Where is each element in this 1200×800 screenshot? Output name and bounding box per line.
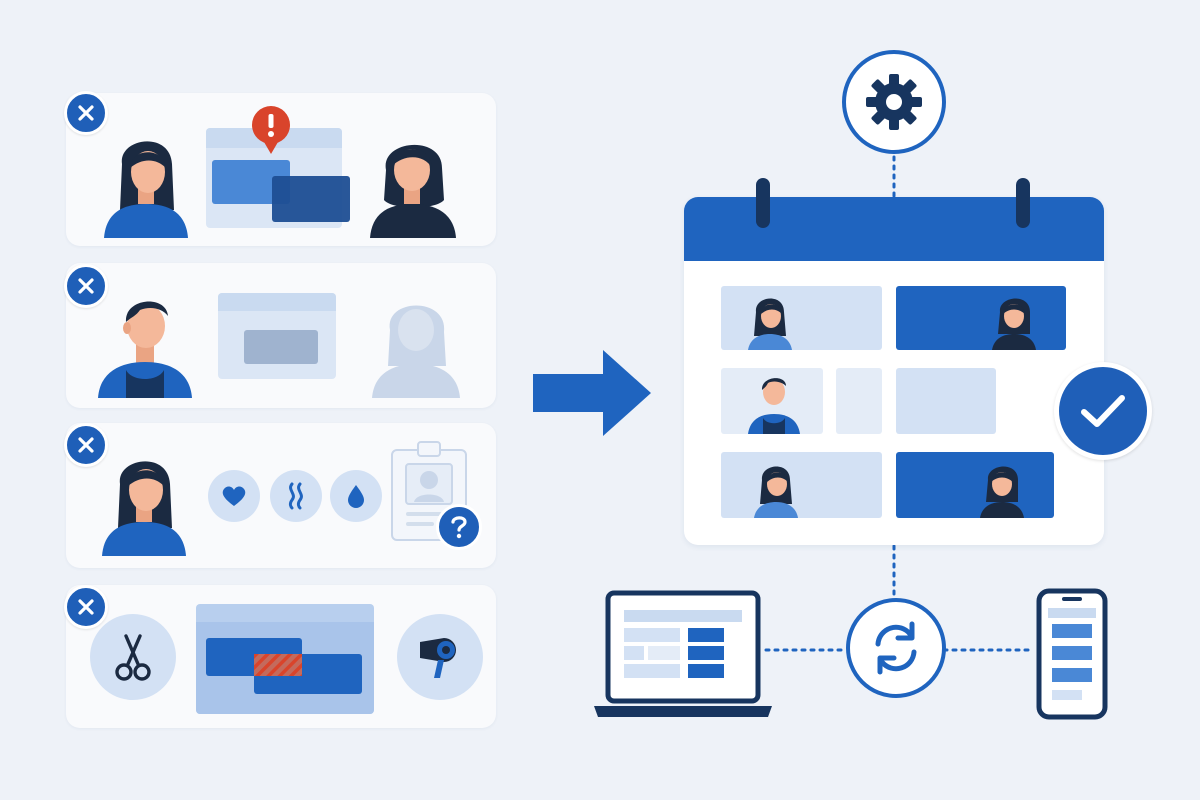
arrow-right-icon <box>533 350 651 436</box>
close-icon <box>64 585 108 629</box>
client-woman-avatar <box>748 298 792 350</box>
client-woman-avatar <box>980 466 1024 518</box>
alert-icon <box>252 106 290 154</box>
stylist-man-avatar <box>98 301 192 398</box>
drop-icon <box>330 470 382 522</box>
booking-block-b <box>272 176 350 222</box>
calendar-header <box>684 197 1104 261</box>
client-woman-avatar-dark <box>370 144 456 238</box>
absent-person-silhouette <box>372 305 460 398</box>
check-icon <box>1054 362 1152 460</box>
phone-icon <box>1036 588 1108 720</box>
scissors-icon <box>90 614 176 700</box>
empty-slot <box>244 330 318 364</box>
appointment-slot-booked <box>896 286 1066 350</box>
calendar-ring-left <box>756 178 770 228</box>
laptop-icon <box>594 590 772 717</box>
client-woman-avatar <box>104 141 188 238</box>
question-icon <box>436 504 482 550</box>
gear-icon <box>842 50 946 154</box>
wave-icon <box>270 470 322 522</box>
client-woman-avatar <box>992 298 1036 350</box>
close-icon <box>64 91 108 135</box>
client-woman-avatar <box>754 466 798 518</box>
stylist-man-avatar <box>748 378 800 434</box>
close-icon <box>64 423 108 467</box>
overlap-conflict-hatch <box>254 654 302 676</box>
appointment-slot <box>721 452 882 518</box>
sync-icon <box>846 598 946 698</box>
client-woman-avatar <box>102 461 186 556</box>
calendar-ring-right <box>1016 178 1030 228</box>
heart-icon <box>208 470 260 522</box>
hair-dryer-icon <box>397 614 483 700</box>
appointment-slot-booked <box>896 452 1054 518</box>
appointment-slot <box>721 286 882 350</box>
close-icon <box>64 264 108 308</box>
empty-calendar-header <box>218 293 336 311</box>
empty-slot <box>836 368 882 434</box>
available-slot <box>896 368 996 434</box>
